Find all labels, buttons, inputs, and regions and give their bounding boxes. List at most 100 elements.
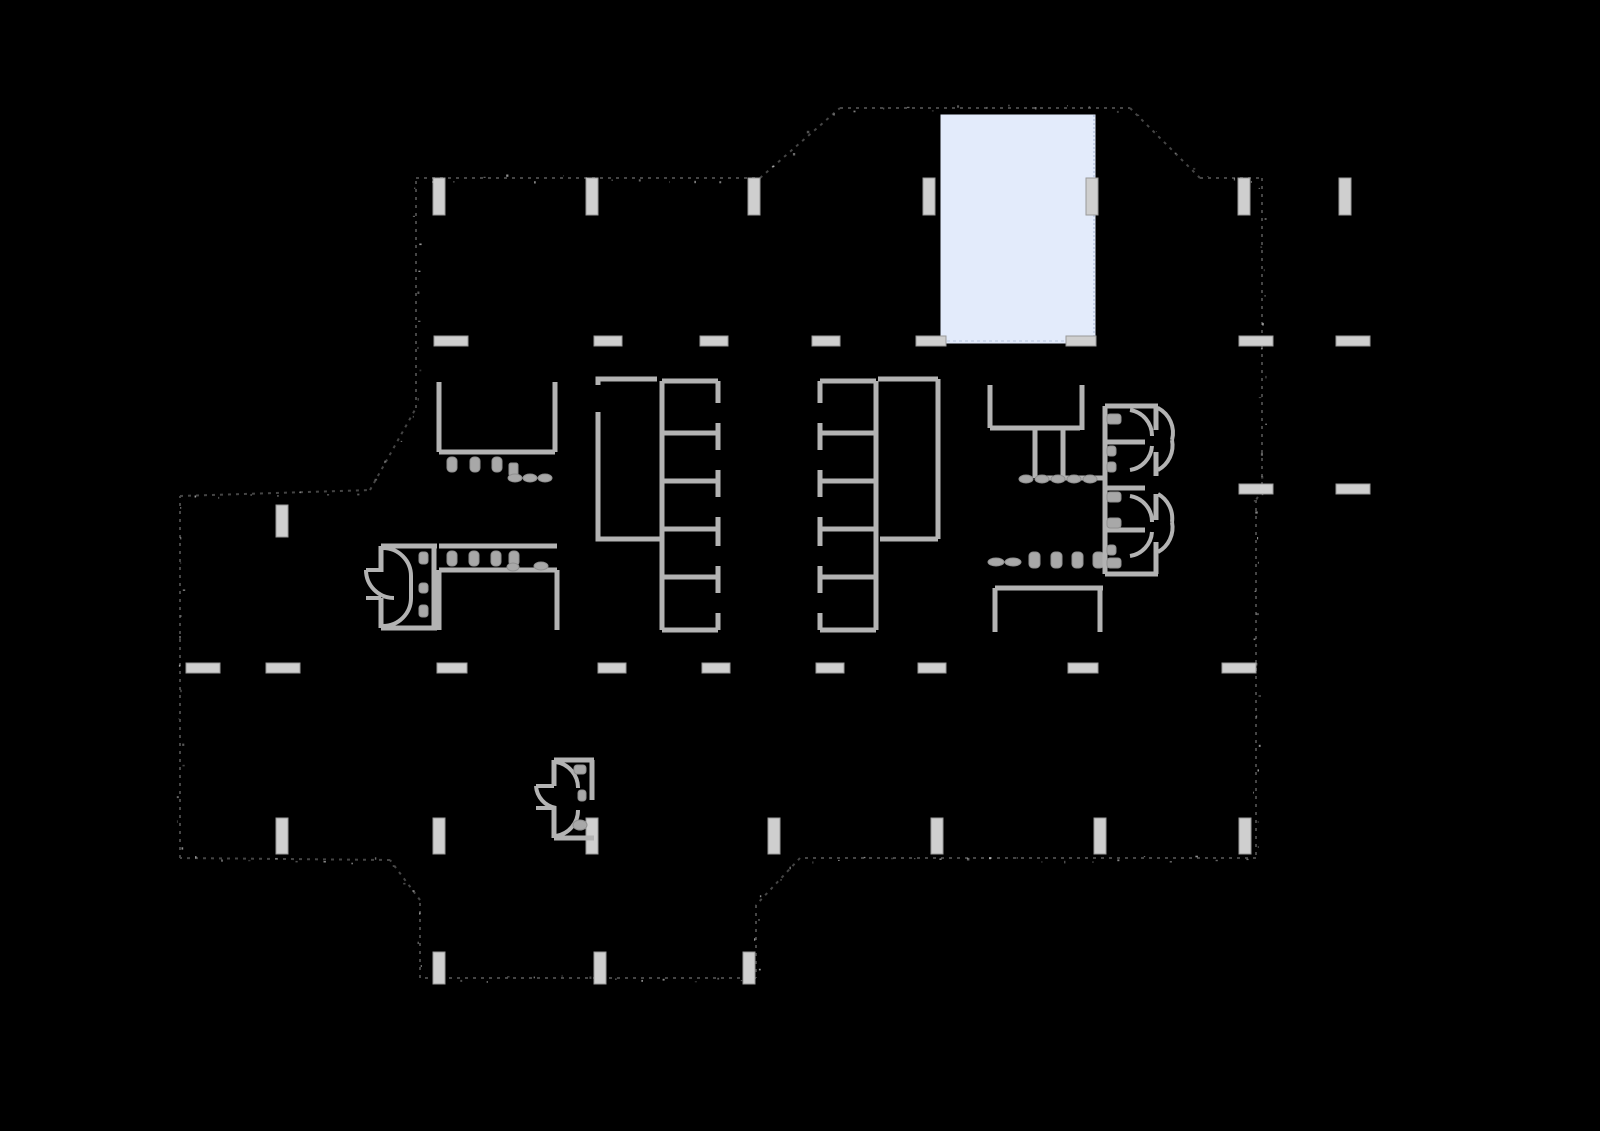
scan-speck	[507, 976, 510, 978]
stair-core-right	[817, 376, 941, 633]
toilet-icon	[1106, 461, 1117, 473]
scan-speck	[1250, 181, 1252, 183]
scan-speck	[1207, 176, 1209, 177]
rm-ll-fixtures	[418, 550, 549, 618]
scan-speck	[863, 856, 866, 859]
scan-speck	[966, 857, 970, 861]
scan-speck	[417, 346, 419, 349]
scan-speck	[357, 493, 360, 496]
scan-speck	[812, 861, 814, 864]
column-marker-horizontal	[815, 662, 845, 674]
scan-speck	[780, 879, 782, 881]
scan-speck	[772, 165, 775, 168]
restroom-upper-right	[987, 385, 1103, 484]
scan-speck	[1264, 295, 1266, 297]
toilet-icon	[1106, 413, 1122, 425]
scan-speck	[412, 890, 415, 892]
stall-door-swings	[1129, 406, 1175, 558]
scan-speck	[759, 895, 762, 898]
scan-speck	[178, 718, 180, 720]
column-marker-vertical	[922, 177, 936, 216]
scan-speck	[1253, 791, 1254, 794]
scan-speck	[883, 107, 885, 110]
scan-speck	[180, 537, 182, 540]
toilet-icon	[490, 550, 502, 567]
scan-speck	[1233, 178, 1236, 181]
sink-icon	[507, 473, 523, 483]
scan-speck	[1257, 537, 1259, 540]
scan-speck	[176, 820, 178, 823]
scan-speck	[806, 130, 810, 134]
sink-icon	[1050, 474, 1066, 484]
scan-speck	[1260, 348, 1263, 350]
scan-speck	[641, 979, 643, 982]
urinal-icon	[1050, 551, 1063, 569]
restroom-lower-left	[364, 543, 560, 631]
scan-speck	[1260, 453, 1263, 456]
scan-speck	[1246, 858, 1249, 861]
scan-speck	[182, 589, 186, 591]
column-marker-horizontal	[185, 662, 221, 674]
door-swing-arc-icon	[1129, 494, 1155, 523]
scan-speck	[417, 291, 420, 294]
scan-speck	[1156, 131, 1157, 132]
column-marker-vertical	[1237, 177, 1251, 216]
restroom-single-accessible	[534, 757, 595, 841]
scan-speck	[563, 175, 564, 177]
scan-speck	[585, 177, 589, 180]
scan-speck	[1258, 187, 1261, 189]
column-marker-horizontal	[1238, 335, 1274, 347]
column-marker-vertical	[767, 817, 781, 855]
toilet-icon	[1106, 445, 1117, 457]
door-swing-arc-icon	[1129, 531, 1154, 558]
column-marker-vertical	[275, 817, 289, 855]
scan-speck	[434, 977, 436, 979]
scan-speck	[323, 861, 326, 863]
scan-speck	[914, 858, 916, 860]
scan-speck	[1256, 613, 1259, 616]
scan-speck	[384, 460, 386, 464]
door-swing-arc-icon	[1129, 445, 1154, 472]
scan-speck	[853, 110, 856, 113]
column-marker-vertical	[432, 951, 446, 985]
scan-speck	[662, 978, 665, 981]
scan-speck	[182, 743, 185, 746]
door-swing-arc-icon	[555, 760, 581, 789]
column-marker-horizontal	[593, 335, 623, 347]
column-marker-horizontal	[433, 335, 469, 347]
highlighted-room-fill[interactable]	[940, 114, 1096, 344]
scan-speck	[419, 369, 422, 372]
scan-speck	[534, 181, 536, 184]
scan-speck	[221, 859, 223, 862]
scan-speck	[250, 494, 252, 496]
scan-speck	[754, 938, 756, 941]
scan-speck	[182, 764, 185, 767]
urinal-icon	[1092, 551, 1105, 569]
scan-speck	[1265, 423, 1267, 425]
highlighted-room[interactable]	[940, 114, 1096, 344]
scan-speck	[374, 478, 378, 481]
scan-speck	[1258, 744, 1261, 747]
stair-core-left	[595, 376, 721, 633]
column-marker-vertical	[930, 817, 944, 855]
toilet-icon	[1106, 544, 1117, 556]
scan-speck	[758, 919, 760, 921]
scan-speck	[1262, 322, 1264, 326]
scan-speck	[694, 180, 696, 184]
restroom-stalls-right	[1102, 403, 1175, 577]
scan-speck	[417, 398, 419, 401]
scan-speck	[1258, 397, 1262, 399]
toilet-icon	[1106, 557, 1122, 569]
stall-fixtures	[1106, 413, 1122, 569]
scan-speck	[419, 243, 422, 246]
scan-speck	[1137, 114, 1140, 116]
scan-speck	[533, 976, 535, 979]
sink-icon	[533, 561, 549, 571]
sink-icon	[1082, 474, 1098, 484]
scan-speck	[1088, 106, 1091, 108]
rm-ll-door-swing-group	[364, 546, 413, 628]
column-marker-vertical	[275, 504, 289, 538]
scan-speck	[1258, 695, 1261, 697]
scan-speck	[1264, 218, 1267, 220]
